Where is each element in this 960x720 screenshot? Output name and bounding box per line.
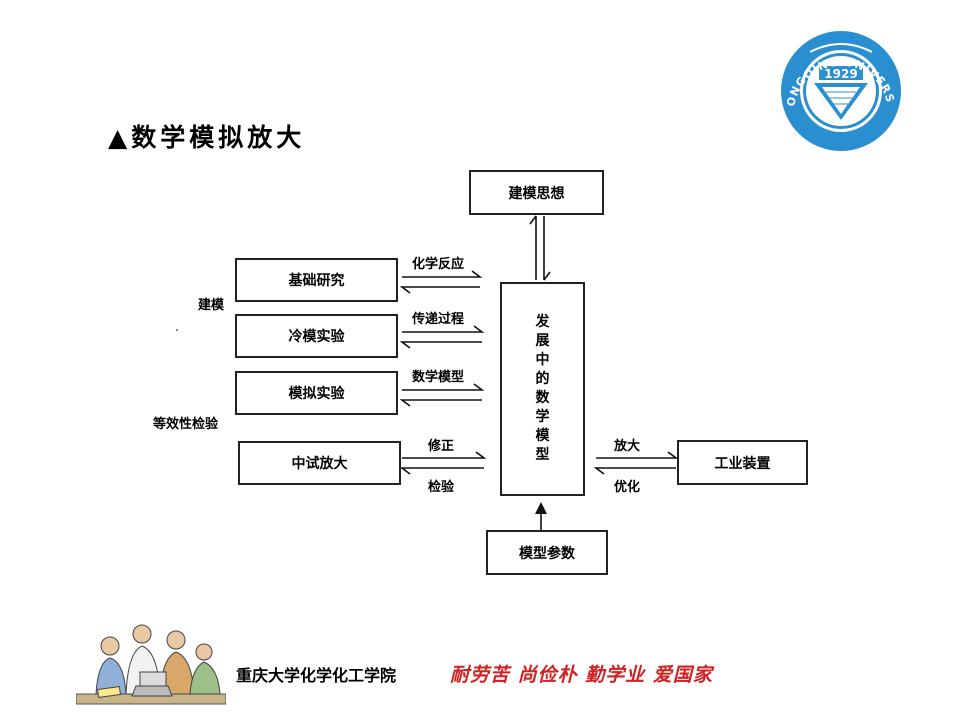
model-char: 中	[535, 352, 550, 368]
label-chemical-reaction: 化学反应	[412, 257, 465, 272]
logo-year: 1929	[824, 67, 857, 81]
model-char: 展	[535, 333, 550, 349]
arrow-scale-up-right	[596, 451, 679, 459]
university-seal-icon: 1929 CHONGQING UNIVERSITY	[773, 18, 901, 151]
stray-dot	[176, 329, 178, 331]
arrow-reaction-left	[399, 286, 480, 294]
model-char: 发	[535, 314, 550, 330]
people-working-clipart	[75, 616, 227, 708]
industrial-equipment-box: 工业装置	[677, 440, 808, 485]
label-correct: 修正	[428, 439, 455, 454]
arrow-model-right	[402, 383, 485, 391]
model-char: 的	[535, 371, 550, 387]
arrow-transfer-right	[402, 325, 485, 333]
model-char: 模	[535, 428, 550, 444]
label-verify: 检验	[428, 480, 455, 495]
footer-motto: 耐劳苦 尚俭朴 勤学业 爱国家	[450, 664, 713, 686]
cold-model-experiment-box: 冷模实验	[235, 314, 398, 358]
model-char: 学	[535, 409, 550, 425]
arrow-verify-left	[399, 467, 484, 475]
university-logo: 1929 CHONGQING UNIVERSITY	[773, 18, 904, 154]
model-char: 型	[535, 447, 550, 463]
arrow-optimize-left	[593, 467, 676, 475]
label-transfer-process: 传递过程	[412, 312, 465, 327]
arrow-top-to-center	[543, 216, 551, 281]
slide-title: ▲数学模拟放大	[108, 123, 306, 152]
label-optimize: 优化	[614, 480, 641, 495]
label-scale-up: 放大	[614, 439, 641, 454]
simulation-experiment-box: 模拟实验	[235, 371, 398, 415]
arrow-model-left	[399, 399, 482, 407]
model-char: 数	[535, 390, 550, 406]
pilot-scale-up-box: 中试放大	[238, 441, 401, 485]
modeling-idea-box: 建模思想	[469, 170, 604, 215]
arrow-transfer-left	[399, 341, 482, 349]
footer-school-name: 重庆大学化学化工学院	[236, 666, 397, 685]
team-illustration-icon	[75, 624, 227, 705]
label-modeling: 建模	[198, 298, 225, 313]
arrow-center-to-top	[529, 215, 537, 280]
arrow-reaction-right	[402, 270, 483, 278]
basic-research-box: 基础研究	[235, 258, 398, 302]
arrow-correct-right	[402, 451, 487, 459]
arrow-params-head	[535, 502, 547, 514]
evolving-model-box: 发 展 中 的 数 学 模 型	[500, 282, 585, 496]
model-parameters-box: 模型参数	[486, 530, 608, 575]
label-equivalence-check: 等效性检验	[153, 417, 219, 432]
label-math-model: 数学模型	[412, 370, 465, 385]
